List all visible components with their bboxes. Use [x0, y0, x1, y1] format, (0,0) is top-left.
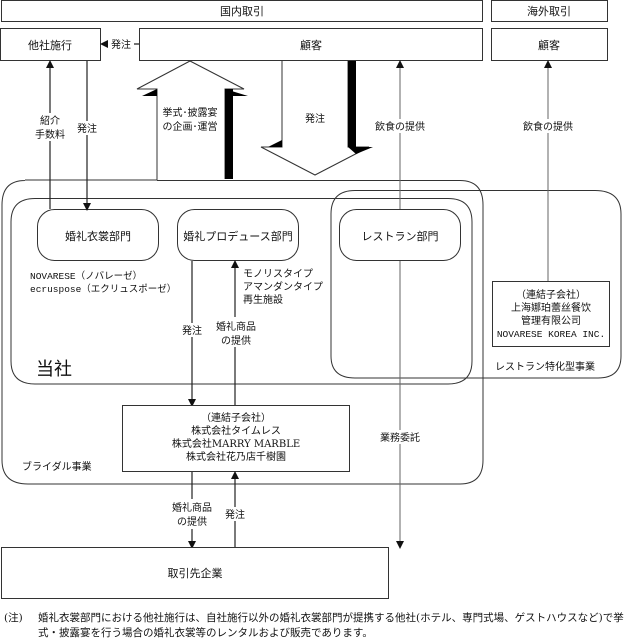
customer-overseas-label: 顧客	[538, 38, 560, 52]
domestic-header	[1, 0, 483, 22]
bridal-business-label: ブライダル事業	[22, 460, 92, 473]
customer-domestic-label: 顧客	[300, 38, 322, 52]
wedding-produce-dept-label: 婚礼プロデュース部門	[183, 229, 292, 243]
overseas-header-label: 海外取引	[527, 4, 571, 18]
goods-supply-1-label-a: 婚礼商品	[216, 320, 256, 333]
goods-supply-1-label-b: の提供	[221, 334, 251, 347]
partner-companies-box	[1, 547, 389, 599]
overseas-sub-line2: 上海娜珀蕾丝餐饮	[511, 301, 591, 314]
referral-fee-label-1: 紹介	[40, 114, 60, 127]
referral-fee-label-2: 手数料	[35, 128, 65, 141]
facility-amandan: アマンダンタイプ	[243, 280, 323, 293]
goods-supply-2-label-b: の提供	[177, 515, 207, 528]
company-label: 当社	[36, 359, 72, 380]
overseas-sub-line1: （連結子会社）	[516, 288, 586, 301]
overseas-sub-line4: NOVARESE KOREA INC.	[497, 329, 605, 340]
restaurant-business-label: レストラン特化型事業	[495, 360, 595, 373]
overseas-header	[491, 0, 608, 22]
planning-label-1: 挙式･披露宴	[163, 106, 218, 119]
planning-block-arrow	[136, 60, 248, 179]
planning-label-2: の企画･運営	[163, 120, 218, 133]
overseas-sub-line3: 管理有限公司	[521, 314, 581, 327]
restaurant-dept-box	[339, 209, 461, 261]
company-group	[10, 198, 473, 385]
restaurant-dept-label: レストラン部門	[362, 229, 439, 243]
customer-overseas-box	[491, 28, 608, 61]
partner-companies-label: 取引先企業	[168, 566, 223, 580]
footnote-text: 婚礼衣裳部門における他社施行は、自社施行以外の婚礼衣裳部門が提携する他社(ホテル…	[38, 612, 624, 639]
other-company-label: 他社施行	[28, 38, 72, 52]
order-from-other-label: 発注	[77, 122, 97, 135]
food-service-domestic-label: 飲食の提供	[375, 120, 425, 133]
brand-novarese: NOVARESE（ノバレーゼ）	[30, 270, 142, 282]
food-service-overseas-label: 飲食の提供	[523, 120, 573, 133]
bridal-sub-line3: 株式会社MARRY MARBLE	[172, 437, 300, 450]
goods-supply-2-label-a: 婚礼商品	[172, 501, 212, 514]
bridal-sub-line2: 株式会社タイムレス	[191, 424, 281, 437]
facility-renewal: 再生施設	[243, 293, 283, 306]
restaurant-business-group	[355, 190, 622, 379]
customer-order-label: 発注	[305, 112, 325, 125]
customer-order-block-arrow	[260, 61, 373, 176]
footnote: (注) 婚礼衣裳部門における他社施行は、自社施行以外の婚礼衣裳部門が提携する他社…	[4, 611, 624, 641]
footnote-label: (注)	[4, 612, 23, 624]
bridal-subsidiary-box	[122, 405, 350, 472]
partner-order-label: 発注	[225, 508, 245, 521]
produce-order-label: 発注	[182, 324, 202, 337]
bridal-sub-line4: 株式会社花乃店千樹園	[186, 450, 286, 463]
outsourcing-label: 業務委託	[380, 431, 420, 444]
wedding-dress-dept-box	[37, 209, 159, 261]
wedding-dress-dept-label: 婚礼衣裳部門	[65, 229, 131, 243]
facility-monolith: モノリスタイプ	[243, 268, 313, 280]
domestic-header-label: 国内取引	[220, 4, 264, 18]
brand-ecruspose: ecruspose（エクリュスポーゼ）	[30, 283, 176, 295]
customer-domestic-box	[139, 28, 483, 61]
order-to-other-label: 発注	[111, 38, 131, 51]
overseas-subsidiary-box	[492, 281, 610, 347]
bridal-sub-line1: （連結子会社）	[201, 411, 271, 424]
